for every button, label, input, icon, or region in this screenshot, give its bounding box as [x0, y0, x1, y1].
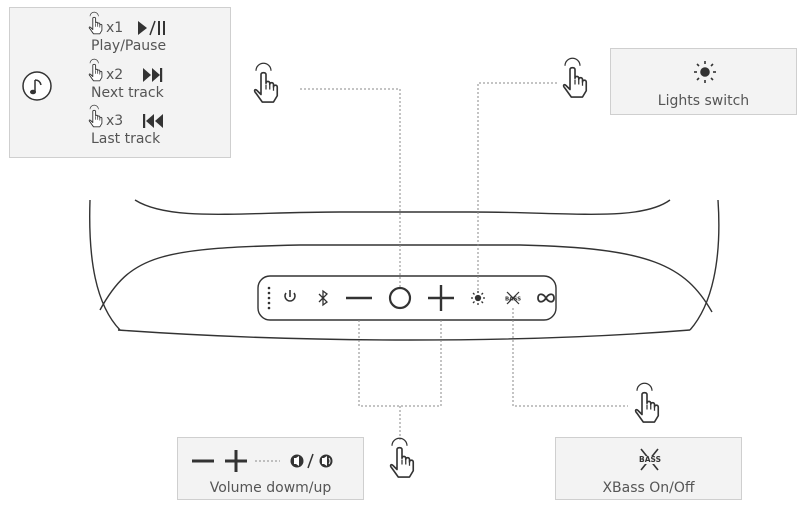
control-buttons: BASS: [267, 285, 555, 311]
leader-play: [300, 88, 401, 288]
leader-lights: [477, 82, 557, 290]
sun-icon: [694, 61, 716, 83]
play-pause-icon: [138, 20, 165, 36]
next-track-label: Next track: [91, 85, 164, 101]
link-icon: [537, 293, 555, 303]
last-track-label: Last track: [91, 131, 161, 147]
xbass-label: XBass On/Off: [602, 480, 695, 496]
lights-panel: [610, 48, 797, 115]
control-panel: [257, 275, 557, 321]
xbass-small-text: BASS: [505, 297, 521, 303]
power-icon: [284, 290, 296, 302]
battery-dots-icon: [267, 286, 271, 310]
slash: [307, 453, 314, 469]
last-track-icon: [143, 114, 163, 128]
speaker-low-icon: [290, 454, 304, 468]
plus-icon: [225, 450, 247, 472]
bluetooth-icon: [318, 289, 328, 307]
play-pause-label: Play/Pause: [91, 38, 167, 54]
volume-panel: [177, 437, 364, 500]
xbass-badge-text: BASS: [639, 455, 661, 464]
volume-label: Volume dowm/up: [209, 480, 332, 496]
speaker-bottom-edge: [117, 329, 691, 341]
play-button-icon: [388, 286, 412, 310]
lights-small-icon: [471, 291, 485, 305]
speaker-left-side: [89, 199, 121, 331]
leader-xbass: [512, 308, 628, 407]
music-note-icon: [22, 71, 52, 101]
next-click-count: x2: [106, 67, 124, 83]
next-track-icon: [143, 68, 163, 82]
lights-switch-label: Lights switch: [657, 93, 750, 109]
speaker-front-face: [99, 244, 713, 313]
last-click-count: x3: [106, 113, 124, 129]
volume-up-icon: [428, 285, 454, 311]
play-click-count: x1: [106, 20, 124, 36]
speaker-right-side: [689, 199, 720, 331]
speaker-top-edge: [134, 199, 671, 215]
speaker-high-icon: [319, 454, 333, 468]
xbass-panel: [555, 437, 742, 500]
xbass-small-icon: [506, 291, 520, 305]
